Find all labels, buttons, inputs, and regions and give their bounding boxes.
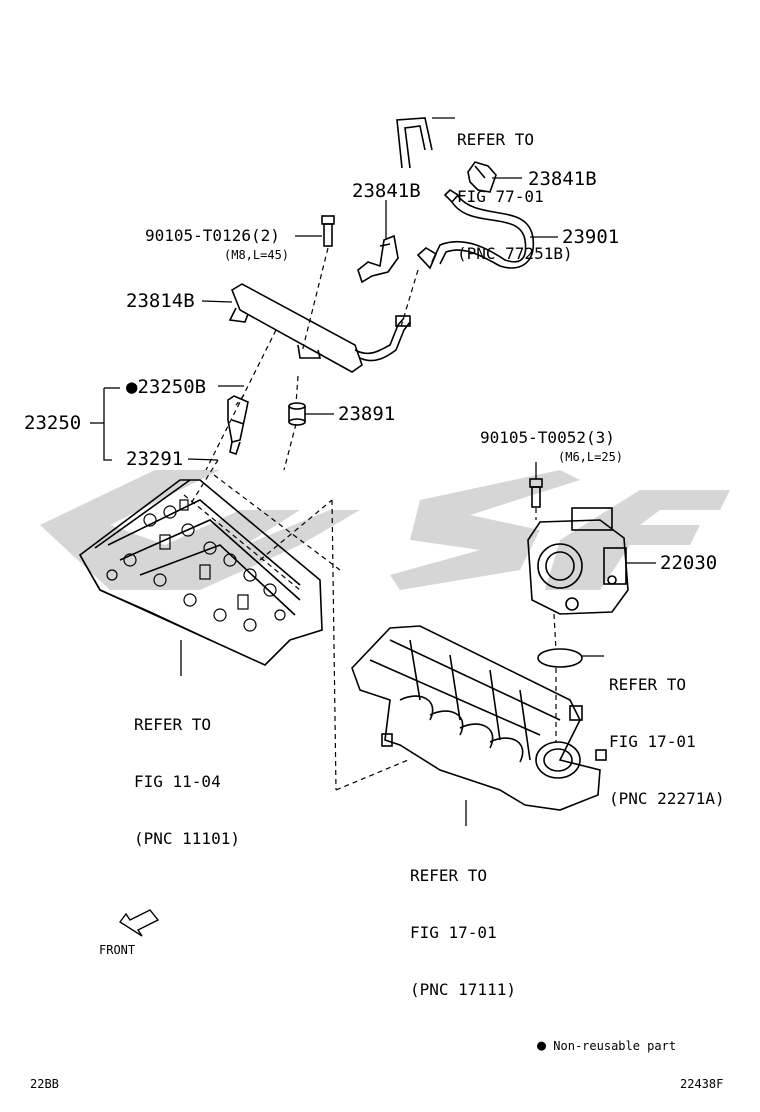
fuel-hose-upper [396,117,433,169]
bolt-right-spec: (M6,L=25) [558,450,624,464]
intake-manifold-refer-note: REFER TO FIG 17-01 (PNC 17111) [410,828,516,1037]
legend-text: Non-reusable part [553,1039,677,1053]
part-label-throttle-body: 22030 [660,552,718,574]
refer-line-3: (PNC 22271A) [609,789,725,808]
clamp-right-shape [467,161,497,193]
intake-manifold-shape [351,625,607,811]
refer-line-1: REFER TO [609,675,687,694]
part-number: 23250B [137,376,207,398]
refer-line-3: (PNC 17111) [410,980,516,999]
part-label-injector-assy: 23250 [24,412,82,434]
legend: ● Non-reusable part [537,1038,676,1053]
part-label-injector-seal-lower: 23291 [126,448,184,470]
throttle-body-shape [527,507,629,615]
insulator-shape [288,402,306,426]
refer-line-2: FIG 17-01 [609,732,696,751]
part-label-bolt-right: 90105-T0052(3) [480,428,615,447]
front-arrow-icon [118,909,160,937]
refer-line-2: FIG 77-01 [457,187,544,206]
delivery-pipe-shape [228,283,411,373]
cylinder-head-shape [78,479,323,666]
clamp-left-shape [357,234,399,284]
cylinder-head-refer-note: REFER TO FIG 11-04 (PNC 11101) [134,677,240,886]
part-label-injector-seal-upper: ●23250B [126,378,206,397]
part-label-fuel-hose: 23901 [562,226,620,248]
refer-line-1: REFER TO [457,130,535,149]
footer-code-right: 22438F [680,1077,724,1091]
refer-line-3: (PNC 77251B) [457,244,573,263]
refer-line-1: REFER TO [410,866,488,885]
bolt-left-shape [321,215,335,247]
fuel-hose-shape [416,188,535,270]
part-label-clamp-left: 23841B [352,180,421,202]
injector-shape [227,395,249,456]
refer-line-2: FIG 17-01 [410,923,497,942]
part-label-insulator: 23891 [338,403,396,425]
front-label: FRONT [99,943,136,957]
footer-code-left: 22BB [30,1077,59,1091]
part-label-clamp-right: 23841B [528,168,597,190]
refer-line-1: REFER TO [134,715,212,734]
part-label-delivery-pipe: 23814B [126,290,195,312]
alignment-lines [183,247,557,791]
refer-line-3: (PNC 11101) [134,829,240,848]
hose-refer-note: REFER TO FIG 77-01 (PNC 77251B) [457,92,573,301]
non-reusable-mark: ● [126,376,138,398]
bolt-left-spec: (M8,L=45) [224,248,290,262]
refer-line-2: FIG 11-04 [134,772,221,791]
leader-lines [90,117,656,826]
part-label-bolt-left: 90105-T0126(2) [145,226,280,245]
gasket-shape [537,648,583,668]
gasket-refer-note: REFER TO FIG 17-01 (PNC 22271A) [609,637,725,846]
legend-dot-icon: ● [537,1036,547,1054]
